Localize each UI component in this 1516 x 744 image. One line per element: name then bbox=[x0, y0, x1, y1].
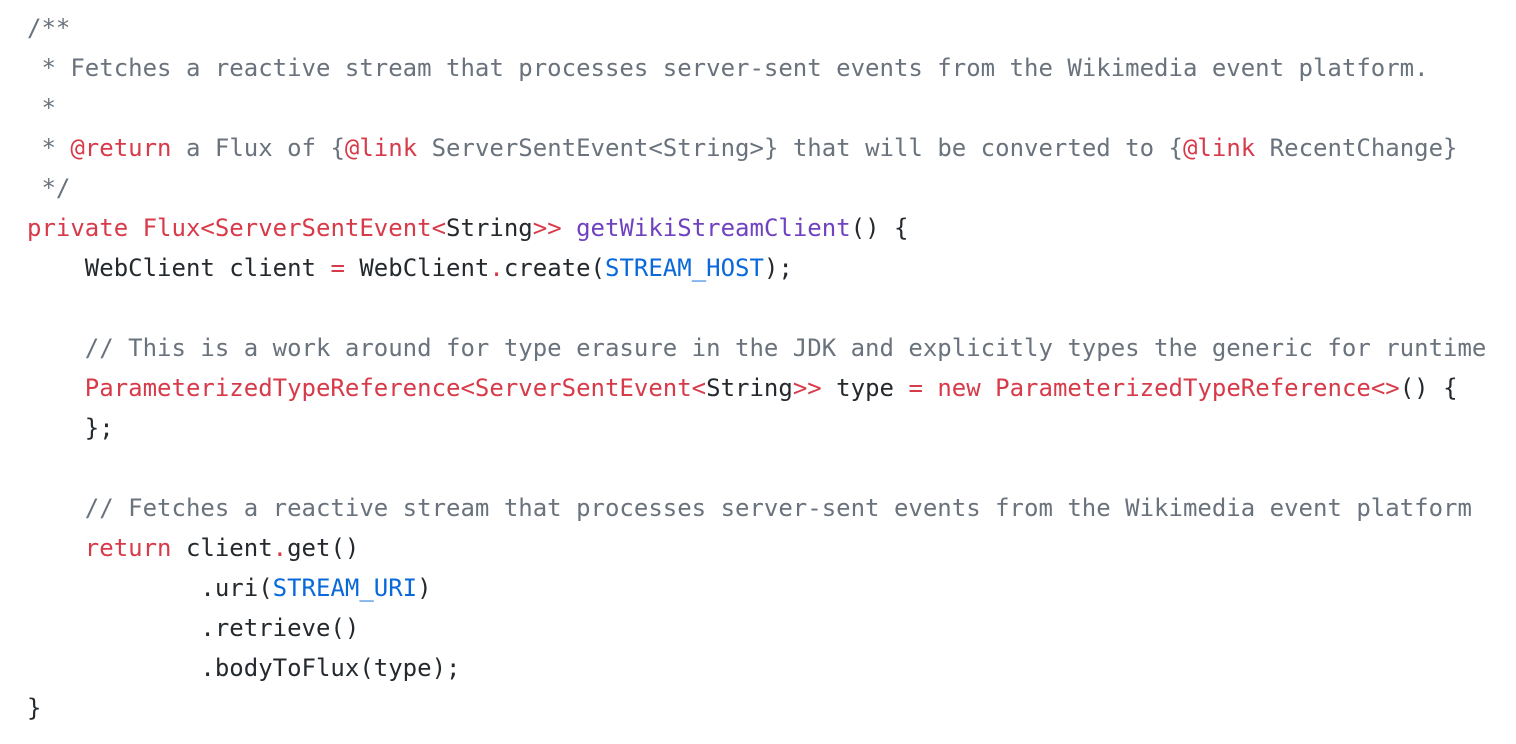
code-token: a Flux of { bbox=[171, 134, 345, 162]
code-token: ) bbox=[417, 574, 432, 602]
code-token: RecentChange} bbox=[1255, 134, 1458, 162]
code-token: STREAM_URI bbox=[272, 574, 418, 602]
code-token: = bbox=[330, 254, 345, 282]
code-token bbox=[27, 534, 85, 562]
code-token: ParameterizedTypeReference<ServerSentEve… bbox=[84, 374, 707, 402]
code-token: client bbox=[171, 534, 273, 562]
code-token: String bbox=[446, 214, 533, 242]
code-token bbox=[27, 374, 85, 402]
code-line: // This is a work around for type erasur… bbox=[27, 328, 1516, 368]
code-token: getWikiStreamClient bbox=[576, 214, 851, 242]
code-token: String bbox=[706, 374, 793, 402]
code-token bbox=[128, 214, 142, 242]
code-token: WebClient client bbox=[27, 254, 331, 282]
code-token: * bbox=[27, 134, 71, 162]
code-block: /** * Fetches a reactive stream that pro… bbox=[27, 8, 1516, 728]
code-token: get() bbox=[287, 534, 360, 562]
code-token: new bbox=[937, 374, 981, 402]
code-token: STREAM_HOST bbox=[605, 254, 764, 282]
code-token: @link bbox=[1182, 134, 1256, 162]
code-token: .bodyToFlux(type); bbox=[27, 654, 461, 682]
code-token: . bbox=[272, 534, 288, 562]
code-token: */ bbox=[27, 174, 71, 202]
code-line: * Fetches a reactive stream that process… bbox=[27, 48, 1516, 88]
code-token: () { bbox=[1399, 374, 1458, 402]
code-token: WebClient bbox=[344, 254, 490, 282]
code-line bbox=[27, 448, 1516, 488]
code-token: @link bbox=[344, 134, 418, 162]
code-token: ParameterizedTypeReference<> bbox=[995, 374, 1400, 402]
code-token: create( bbox=[503, 254, 605, 282]
code-line bbox=[27, 288, 1516, 328]
code-token: >> bbox=[532, 214, 562, 242]
code-line: // Fetches a reactive stream that proces… bbox=[27, 488, 1516, 528]
code-line: ParameterizedTypeReference<ServerSentEve… bbox=[27, 368, 1516, 408]
code-token: .retrieve() bbox=[27, 614, 360, 642]
code-token: /** bbox=[27, 14, 71, 42]
code-token: type bbox=[821, 374, 909, 402]
code-token: // Fetches a reactive stream that proces… bbox=[27, 494, 1472, 522]
code-token: }; bbox=[27, 414, 114, 442]
code-line: * @return a Flux of {@link ServerSentEve… bbox=[27, 128, 1516, 168]
code-token: // This is a work around for type erasur… bbox=[27, 334, 1487, 362]
code-token: * Fetches a reactive stream that process… bbox=[27, 54, 1429, 82]
code-line: * bbox=[27, 88, 1516, 128]
code-token bbox=[562, 214, 576, 242]
code-line: .bodyToFlux(type); bbox=[27, 648, 1516, 688]
code-line: .retrieve() bbox=[27, 608, 1516, 648]
code-token: >> bbox=[792, 374, 822, 402]
code-token bbox=[923, 374, 937, 402]
code-line: return client.get() bbox=[27, 528, 1516, 568]
code-line: /** bbox=[27, 8, 1516, 48]
code-token: .uri( bbox=[27, 574, 273, 602]
code-token: () { bbox=[850, 214, 909, 242]
code-token: ServerSentEvent<String>} that will be co… bbox=[417, 134, 1183, 162]
code-line: }; bbox=[27, 408, 1516, 448]
code-token: . bbox=[489, 254, 504, 282]
code-line: private Flux<ServerSentEvent<String>> ge… bbox=[27, 208, 1516, 248]
code-token: Flux<ServerSentEvent< bbox=[142, 214, 447, 242]
code-token: ); bbox=[763, 254, 793, 282]
code-line: WebClient client = WebClient.create(STRE… bbox=[27, 248, 1516, 288]
code-token: } bbox=[27, 694, 42, 722]
code-line: */ bbox=[27, 168, 1516, 208]
code-line: .uri(STREAM_URI) bbox=[27, 568, 1516, 608]
code-token: @return bbox=[70, 134, 172, 162]
code-token: return bbox=[84, 534, 172, 562]
code-token: * bbox=[27, 94, 56, 122]
code-token: = bbox=[908, 374, 923, 402]
code-token bbox=[981, 374, 995, 402]
code-token: private bbox=[27, 214, 129, 242]
code-line: } bbox=[27, 688, 1516, 728]
